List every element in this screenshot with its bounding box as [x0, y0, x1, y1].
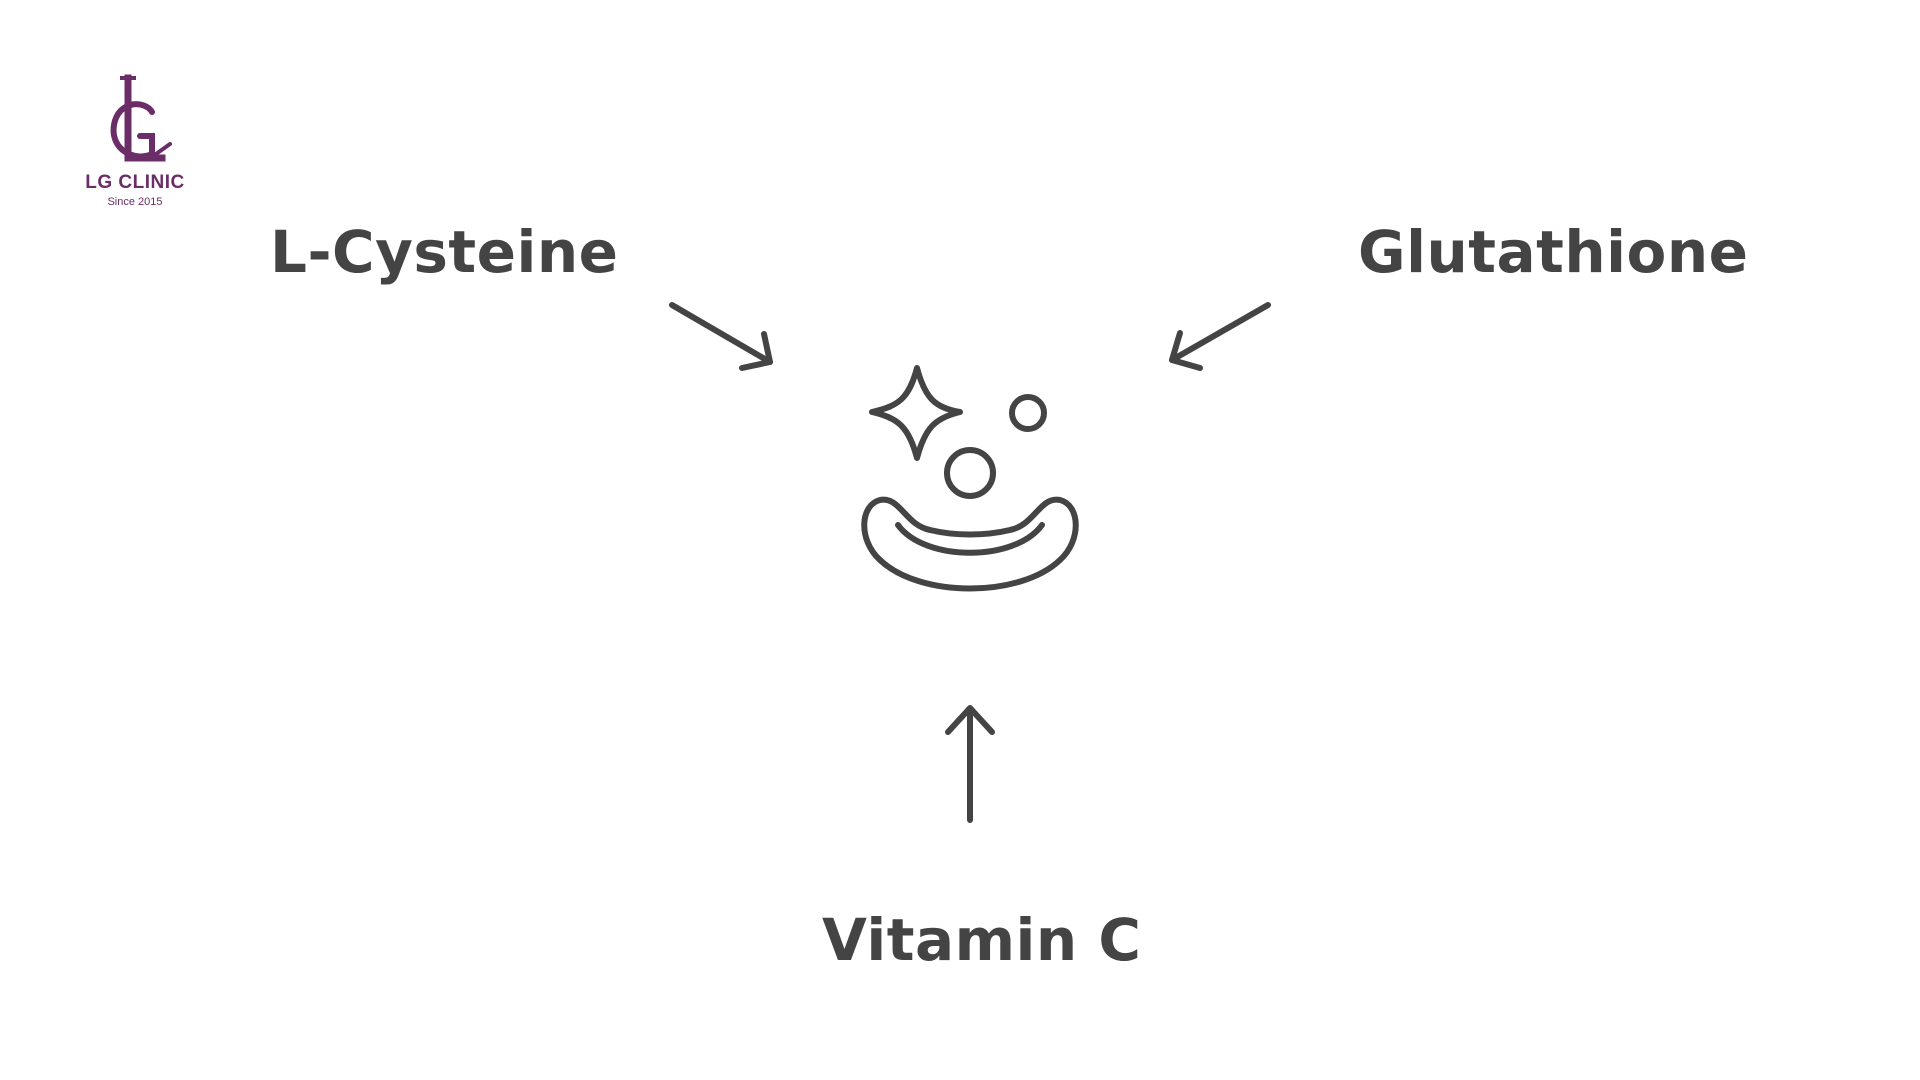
lg-monogram-icon	[110, 74, 172, 162]
arrow-bottom	[945, 705, 995, 823]
sparkle-skin-bubbles-icon	[861, 365, 1079, 592]
lg-clinic-logo: LG CLINIC Since 2015	[70, 70, 200, 208]
label-l-cysteine: L-Cysteine	[270, 218, 619, 286]
arrow-top-right	[1169, 302, 1271, 371]
label-vitamin-c: Vitamin C	[822, 906, 1142, 974]
logo-name: LG CLINIC	[85, 172, 185, 193]
arrow-top-left	[669, 302, 773, 371]
label-glutathione: Glutathione	[1358, 218, 1749, 286]
logo-since: Since 2015	[107, 196, 163, 208]
